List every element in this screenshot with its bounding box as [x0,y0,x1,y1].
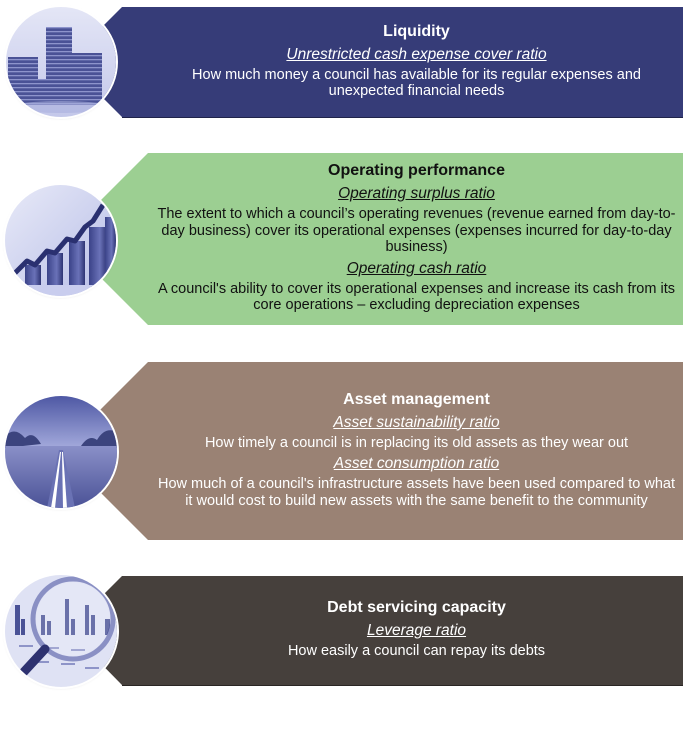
ratio-description: A council's ability to cover its operati… [158,280,675,314]
ratio-description: How easily a council can repay its debts [287,643,546,660]
section-title: Operating performance [328,162,505,180]
section-title: Debt servicing capacity [327,599,506,617]
liquidity-band-shape [67,7,683,118]
ratio-description: The extent to which a council’s operatin… [157,206,676,256]
asset-band-shape [59,362,683,540]
asset-management-band: Asset management Asset sustainability ra… [0,362,690,541]
ratio-name: Asset consumption ratio [333,455,500,473]
magnifier-chart-icon [5,575,117,687]
ratio-name: Leverage ratio [366,622,467,640]
debt-servicing-band: Debt servicing capacity Leverage ratio H… [0,576,690,686]
debt-band-shape [68,576,683,686]
ratio-name: Operating cash ratio [346,259,487,277]
ratio-name: Asset sustainability ratio [333,413,500,431]
ratio-name: Unrestricted cash expense cover ratio [286,45,547,63]
section-title: Asset management [343,390,490,408]
road-icon [5,396,117,508]
ratio-description: How timely a council is in replacing its… [204,434,629,451]
liquidity-band: Liquidity Unrestricted cash expense cove… [0,7,690,118]
ratio-description: How much of a council's infrastructure a… [158,476,675,509]
ratio-description: How much money a council has available f… [192,66,641,100]
ratio-name: Operating surplus ratio [338,185,495,203]
operating-performance-band: Operating performance Operating surplus … [0,153,690,326]
coin-stacks-icon [6,7,116,117]
rising-chart-icon [5,185,116,296]
section-title: Liquidity [383,22,450,40]
operating-band-shape [62,153,683,325]
